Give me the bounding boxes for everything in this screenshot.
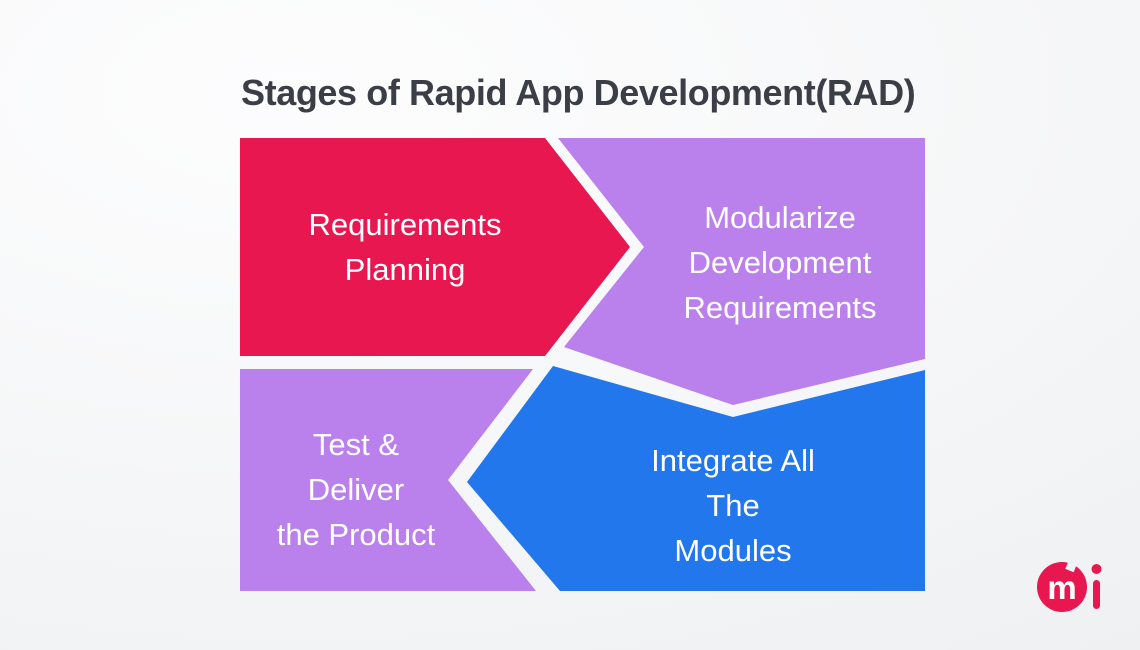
stage-shape-modularize-development <box>558 138 925 405</box>
logo-letter-m: m <box>1047 569 1076 606</box>
stage-shape-requirements-planning <box>240 138 630 356</box>
rad-flow-diagram: Requirements Planning Modularize Develop… <box>240 137 926 592</box>
stage-shape-integrate-modules <box>467 366 925 591</box>
logo-letter-i-stem <box>1093 580 1100 609</box>
flow-shapes <box>240 138 925 591</box>
stage-shape-test-deliver <box>240 369 536 591</box>
mi-logo-icon: m <box>1037 554 1102 612</box>
logo-letter-i-dot <box>1091 564 1102 574</box>
logo-circle <box>1037 562 1087 612</box>
brand-logo: m <box>1037 554 1109 614</box>
page-title: Stages of Rapid App Development(RAD) <box>241 72 916 114</box>
